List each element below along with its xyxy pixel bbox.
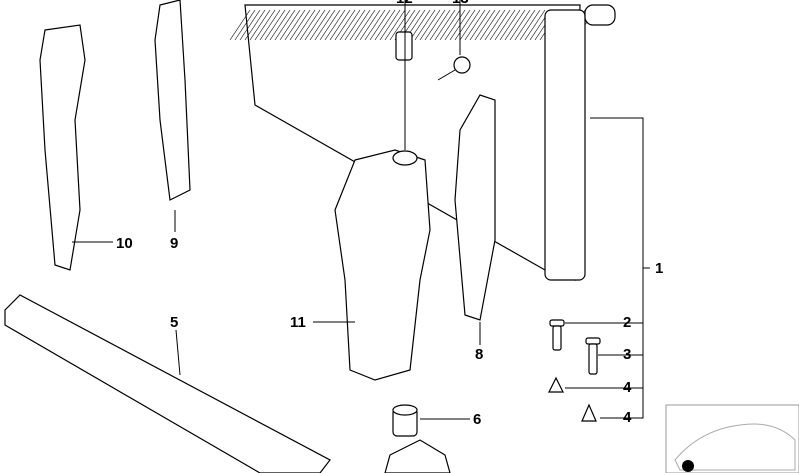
radiator-fin-line <box>439 9 461 41</box>
callout-8: 8 <box>475 346 484 363</box>
radiator-fin-line <box>484 9 506 41</box>
radiator-fin-line <box>304 9 326 41</box>
part-4-plug-a <box>548 376 564 393</box>
callout-4-second: 4 <box>623 409 632 426</box>
part-lower-bracket <box>384 439 451 473</box>
radiator-fin-line <box>444 9 466 41</box>
radiator-fin-line <box>359 9 381 41</box>
radiator-fin-line <box>384 9 406 41</box>
radiator-fin-line <box>289 9 311 41</box>
radiator-fin-line <box>239 9 261 41</box>
callout-3: 3 <box>623 346 632 363</box>
radiator-fin-line <box>279 9 301 41</box>
radiator-fin-line <box>319 9 341 41</box>
radiator-fin-line <box>229 9 251 41</box>
radiator <box>229 4 616 281</box>
part-2-rivet <box>549 319 565 351</box>
radiator-fin-line <box>499 9 521 41</box>
part-10-bracket <box>39 24 86 271</box>
callout-5: 5 <box>170 314 179 331</box>
radiator-fin-line <box>514 9 536 41</box>
radiator-fin-line <box>244 9 266 41</box>
radiator-fin-line <box>409 9 431 41</box>
radiator-fin-line <box>344 9 366 41</box>
callout-4: 4 <box>623 379 632 396</box>
radiator-fin-line <box>349 9 371 41</box>
radiator-fin-line <box>434 9 456 41</box>
radiator-fin-line <box>294 9 316 41</box>
part-13-screw <box>437 56 471 81</box>
callout-10: 10 <box>116 235 133 252</box>
radiator-fin-line <box>314 9 336 41</box>
radiator-fin-line <box>284 9 306 41</box>
radiator-fin-line <box>389 9 411 41</box>
part-9-bracket <box>154 0 191 201</box>
radiator-fin-line <box>324 9 346 41</box>
vehicle-thumbnail <box>665 404 799 473</box>
radiator-fin-line <box>419 9 441 41</box>
radiator-fin-line <box>414 9 436 41</box>
radiator-fin-line <box>254 9 276 41</box>
radiator-fin-line <box>329 9 351 41</box>
radiator-fin-line <box>454 9 476 41</box>
part-12-expansion-nut <box>395 31 413 61</box>
part-6-buffer <box>392 404 418 437</box>
radiator-fin-line <box>479 9 501 41</box>
radiator-fin-line <box>494 9 516 41</box>
radiator-fin-line <box>504 9 526 41</box>
radiator-fin-line <box>299 9 321 41</box>
callout-6: 6 <box>473 411 482 428</box>
callout-11: 11 <box>290 314 306 331</box>
radiator-fin-line <box>474 9 496 41</box>
callout-2: 2 <box>623 314 632 331</box>
radiator-fin-line <box>249 9 271 41</box>
part-3-rivet <box>585 337 601 375</box>
part-11-air-duct <box>334 149 431 381</box>
radiator-fin-line <box>464 9 486 41</box>
radiator-fin-line <box>489 9 511 41</box>
radiator-fin-line <box>524 9 546 41</box>
radiator-fin-line <box>334 9 356 41</box>
radiator-fin-line <box>354 9 376 41</box>
radiator-fin-line <box>234 9 256 41</box>
radiator-fin-line <box>519 9 541 41</box>
radiator-fin-line <box>309 9 331 41</box>
radiator-fin-line <box>374 9 396 41</box>
callout-1: 1 <box>655 260 664 277</box>
radiator-fin-line <box>469 9 491 41</box>
part-4-plug-b <box>581 403 597 422</box>
radiator-fin-line <box>339 9 361 41</box>
radiator-fin-line <box>369 9 391 41</box>
radiator-fin-line <box>274 9 296 41</box>
radiator-fin-line <box>424 9 446 41</box>
radiator-fin-line <box>509 9 531 41</box>
radiator-fin-line <box>429 9 451 41</box>
callout-12: 12 <box>396 0 413 6</box>
callout-13: 13 <box>452 0 469 6</box>
radiator-fin-line <box>269 9 291 41</box>
leader-lines <box>72 0 650 420</box>
radiator-fin-line <box>259 9 281 41</box>
radiator-fin-line <box>379 9 401 41</box>
radiator-fin-line <box>459 9 481 41</box>
radiator-fin-line <box>364 9 386 41</box>
callout-9: 9 <box>170 235 179 252</box>
part-8-bracket <box>454 94 496 321</box>
radiator-fin-line <box>264 9 286 41</box>
part-5-carrier <box>4 294 331 473</box>
